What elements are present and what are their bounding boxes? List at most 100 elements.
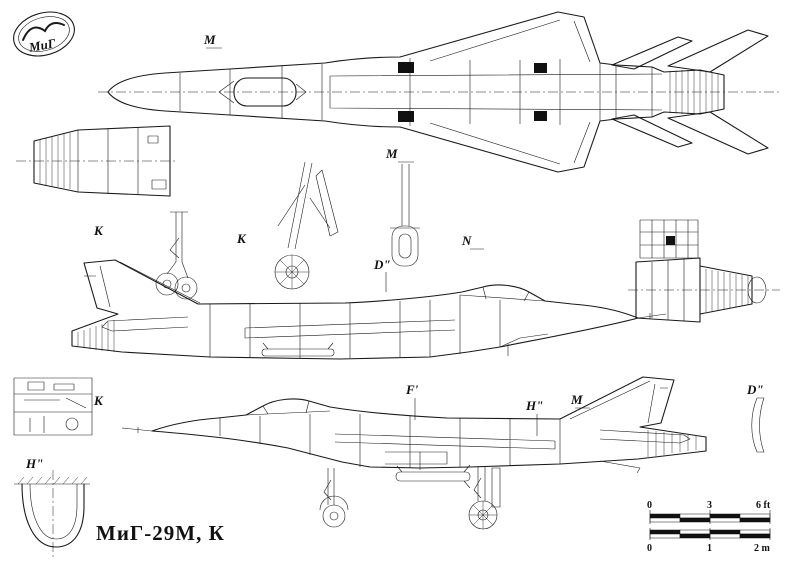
scale-cell [739,513,771,519]
scale-cell [649,529,681,535]
label-m-mid: M [385,146,398,161]
scale-ft-3: 3 [707,500,712,511]
missile [395,471,471,482]
scale-cell [739,533,771,539]
scale-ft-0: 0 [647,500,652,511]
nose-gear-detail-drawing [155,211,198,300]
hatch-ticks [17,476,88,485]
outline-path [71,259,639,360]
label-m-top: M [203,32,216,47]
strut-lines [390,164,420,229]
side-view-upper-drawing [71,259,667,360]
nose-wheel-hub [329,511,339,521]
scale-m-2: 2 m [754,543,771,554]
label-k-mid: К [236,231,247,246]
wing-detail-lines [429,19,591,165]
annotation-labels: M M N D" К К К F' H" M D" H" [25,32,764,471]
panel-lines [219,414,561,468]
fuselage-section-detail-drawing [14,470,90,558]
tire-inner [398,233,412,259]
scale-m-0: 0 [647,543,652,554]
bird-icon [22,22,65,41]
scale-cell [649,517,681,523]
label-f: F' [405,382,419,397]
logo-text: МиГ [27,35,57,55]
logo-oval-inner [18,16,70,52]
scale-bar-m: 0 1 2 m [647,528,771,554]
panel-lines [179,58,653,126]
canopy-plan [233,77,297,107]
section-inner [29,483,78,540]
outline-path [107,11,725,173]
wing-stab-lines [334,429,691,450]
nozzle-hatch-lines [647,430,697,457]
canopy-lines [245,400,331,416]
inset-frame [13,377,93,436]
nozzle-outline [699,265,753,315]
strut-lines [166,211,189,279]
nose-wheel [322,504,346,528]
wheel-detail-drawing [390,164,420,267]
strut-lines [277,161,339,250]
engine-trunk-lines [329,73,663,111]
body-outline [635,257,701,323]
grid-filled-cell [666,236,675,245]
mig-logo: МиГ [13,11,75,57]
label-k-lower: К [93,393,104,408]
scale-cell [649,533,681,539]
label-d-mid: D" [373,257,391,272]
nozzle-hatch-lines [77,320,115,352]
label-d-right: D" [746,382,764,397]
inset-lines [14,381,92,433]
inset-detail-drawing [13,377,93,436]
annotation-tick-lines [206,47,590,436]
fins-and-stabs-path [611,29,769,155]
wheel-spokes [275,255,309,289]
pitot-probe [121,427,153,433]
gear-bay-lines [385,451,448,470]
wheel-hub [181,283,191,293]
nozzle-hatch-lines [669,70,719,114]
section-outline [21,483,85,548]
scale-ticks [649,510,771,524]
wing-stab-lines [101,316,456,339]
outline-path [151,376,707,469]
scale-cell [709,529,741,535]
scale-cell [739,529,771,535]
inset-circle [65,417,79,431]
left-tail-detail-drawing [16,125,178,197]
wheel-hub [162,279,172,289]
scale-cell [679,517,711,523]
scale-cell [679,529,711,535]
fin-detail-lines [84,261,201,308]
intake-louver-marks [398,62,547,122]
top-view-drawing [98,11,782,173]
main-gear-strut [473,466,501,508]
arresting-hook [599,460,641,474]
diagram-title: МиГ-29М, К [96,521,225,545]
missile-fins [262,342,334,350]
nozzle-hatch-lines [705,269,749,312]
nose-gear-strut [319,468,349,511]
wheel [174,276,198,300]
panel-lines [209,295,501,358]
main-wheel-spokes [469,501,497,529]
label-h-lower: H" [525,398,543,413]
right-tail-detail-drawing [628,219,780,323]
fin-detail-lines [569,380,668,424]
label-m-lower: M [570,392,583,407]
scale-ft-6: 6 ft [756,500,771,511]
panel-lines [651,259,685,321]
grid-panel [639,219,699,259]
scale-bar-ft: 0 3 6 ft [647,500,771,524]
nozzle-hatch-lines [39,133,71,189]
side-view-lower-drawing [121,376,707,530]
fin-section-shape [751,397,765,453]
scale-ticks [649,528,771,540]
logo-oval-outer [13,11,75,57]
scale-cell [709,513,741,519]
canopy-lines [459,286,546,302]
scale-cell [649,513,681,519]
